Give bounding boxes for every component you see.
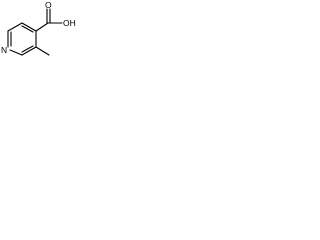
atom-label-hydroxyl: OH [63,18,76,28]
ring-double-bond-inner-top [21,25,34,33]
ring-bond-c2-c3 [7,22,23,32]
ring-bond-c3-c4 [21,22,37,32]
atom-label-oxygen-carbonyl: O [45,0,52,10]
ring-bond-c5-c6 [21,46,37,56]
bond-methyl [35,46,50,56]
structure-diagram: N O OH [1,0,76,56]
structure-canvas: N O OH [0,0,89,62]
atom-label-nitrogen: N [1,45,7,55]
ring-bond-c6-n [9,49,23,56]
ring-double-bond-inner-bottom [21,45,34,53]
bond-ring-carboxyl [35,22,49,32]
